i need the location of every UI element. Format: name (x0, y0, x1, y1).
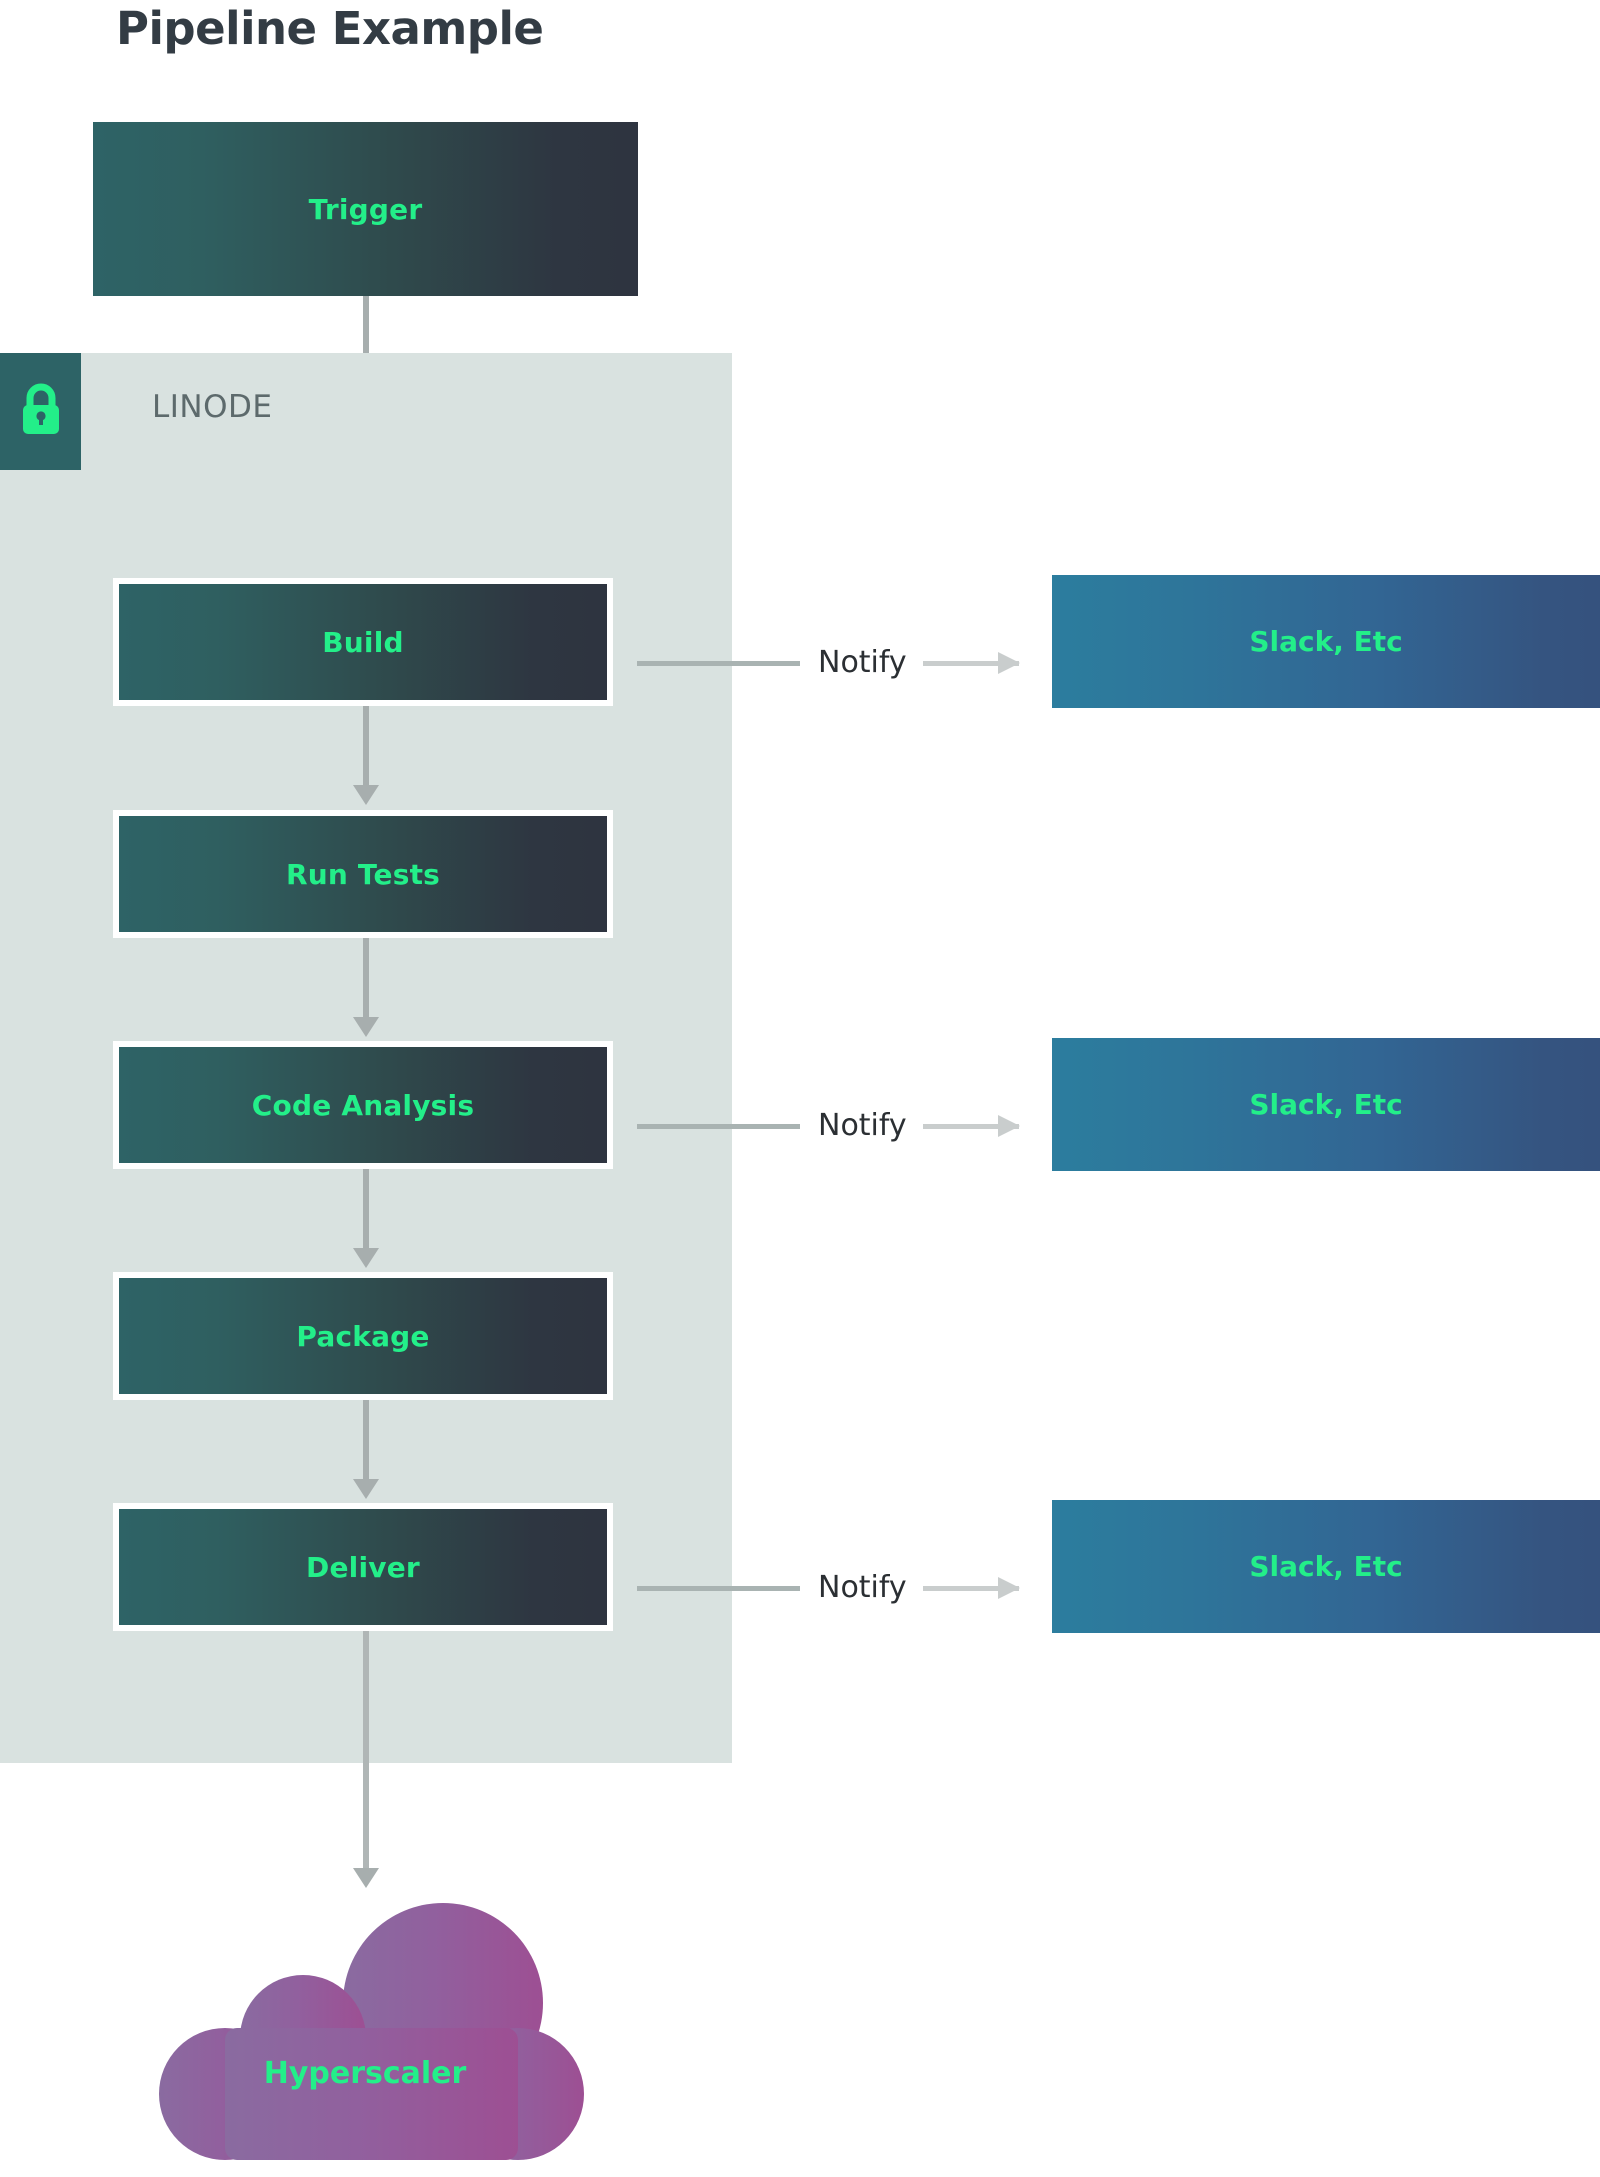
page-title: Pipeline Example (116, 2, 544, 55)
node-deliver-label: Deliver (306, 1550, 420, 1584)
lock-icon (18, 382, 64, 442)
edge-deliver-to-cloud (353, 1631, 379, 1888)
edge-deliver-to-slack: Notify (637, 1573, 1052, 1603)
edge-line (637, 660, 800, 666)
node-build[interactable]: Build (113, 578, 613, 706)
edge-build-to-tests (353, 706, 379, 805)
node-trigger-label: Trigger (308, 192, 423, 226)
node-slack-2[interactable]: Slack, Etc (1052, 1038, 1600, 1171)
edge-line (637, 1585, 800, 1591)
node-run-tests[interactable]: Run Tests (113, 810, 613, 938)
edge-line (637, 1123, 800, 1129)
edge-arrowhead (922, 1576, 1020, 1599)
node-hyperscaler-label: Hyperscaler (263, 2056, 467, 2091)
node-package-label: Package (296, 1319, 430, 1353)
node-code-analysis-label: Code Analysis (251, 1088, 475, 1122)
node-deliver[interactable]: Deliver (113, 1503, 613, 1631)
node-package[interactable]: Package (113, 1272, 613, 1400)
edge-arrowhead (922, 651, 1020, 674)
edge-arrowhead (922, 1114, 1020, 1137)
node-slack-3-label: Slack, Etc (1249, 1550, 1403, 1583)
edge-label-notify-3: Notify (818, 1570, 907, 1605)
edge-package-to-deliver (353, 1400, 379, 1499)
edge-analysis-to-slack: Notify (637, 1111, 1052, 1141)
edge-label-notify-2: Notify (818, 1108, 907, 1143)
cloud-icon (159, 1903, 584, 2160)
edge-label-notify-1: Notify (818, 645, 907, 680)
node-hyperscaler[interactable]: Hyperscaler (140, 1898, 590, 2160)
zone-linode-badge (0, 353, 81, 470)
node-build-label: Build (322, 625, 404, 659)
node-run-tests-label: Run Tests (285, 857, 441, 891)
node-slack-2-label: Slack, Etc (1249, 1088, 1403, 1121)
zone-linode-label: LINODE (152, 389, 273, 425)
edge-analysis-to-package (353, 1169, 379, 1268)
node-code-analysis[interactable]: Code Analysis (113, 1041, 613, 1169)
edge-build-to-slack: Notify (637, 648, 1052, 678)
edge-tests-to-analysis (353, 938, 379, 1037)
node-trigger[interactable]: Trigger (93, 122, 638, 296)
node-slack-1[interactable]: Slack, Etc (1052, 575, 1600, 708)
node-slack-1-label: Slack, Etc (1249, 625, 1403, 658)
node-slack-3[interactable]: Slack, Etc (1052, 1500, 1600, 1633)
